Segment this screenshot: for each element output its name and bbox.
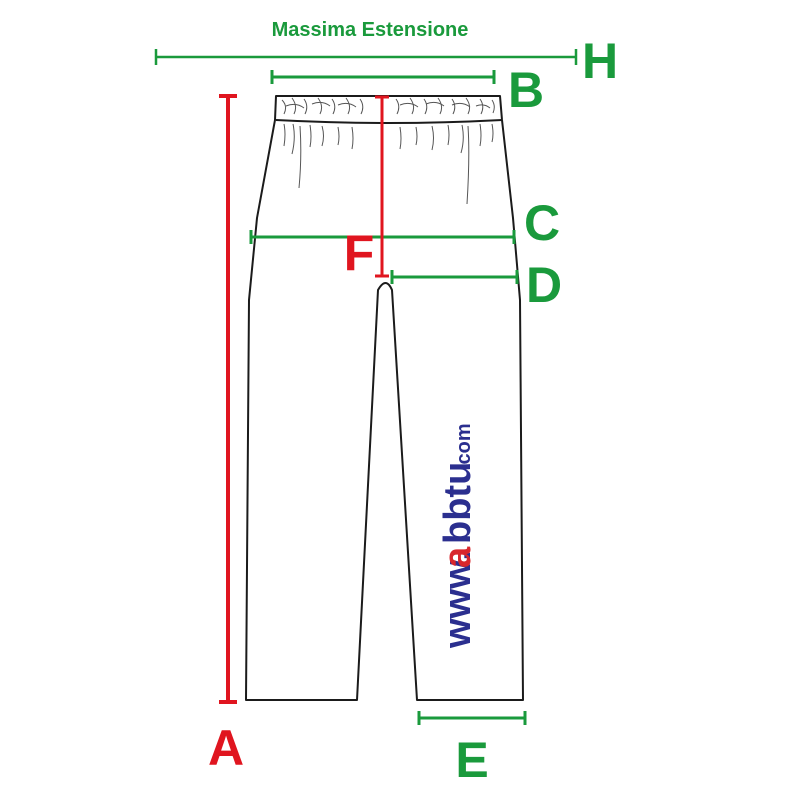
label-e: E [455, 732, 488, 788]
label-a: A [208, 720, 244, 776]
label-f: F [344, 225, 375, 281]
watermark-brand-a: a [437, 546, 479, 568]
label-h: H [582, 33, 618, 89]
diagram-title: Massima Estensione [272, 19, 469, 41]
label-c: C [524, 195, 560, 251]
waistband-gathers [281, 97, 495, 205]
measure-line-a [219, 94, 237, 704]
measure-line-h [154, 49, 578, 65]
watermark-suffix: .com [453, 423, 475, 470]
label-d: D [526, 257, 562, 313]
measure-line-d [390, 270, 519, 284]
watermark-brand: bbtu [437, 462, 479, 544]
label-b: B [508, 62, 544, 118]
measure-line-e [417, 711, 527, 725]
watermark: www. a bbtu .com [437, 423, 479, 649]
watermark-prefix: www. [437, 550, 479, 649]
measure-line-b [270, 70, 496, 84]
pants-outline [245, 95, 524, 701]
measure-line-f [375, 95, 389, 278]
